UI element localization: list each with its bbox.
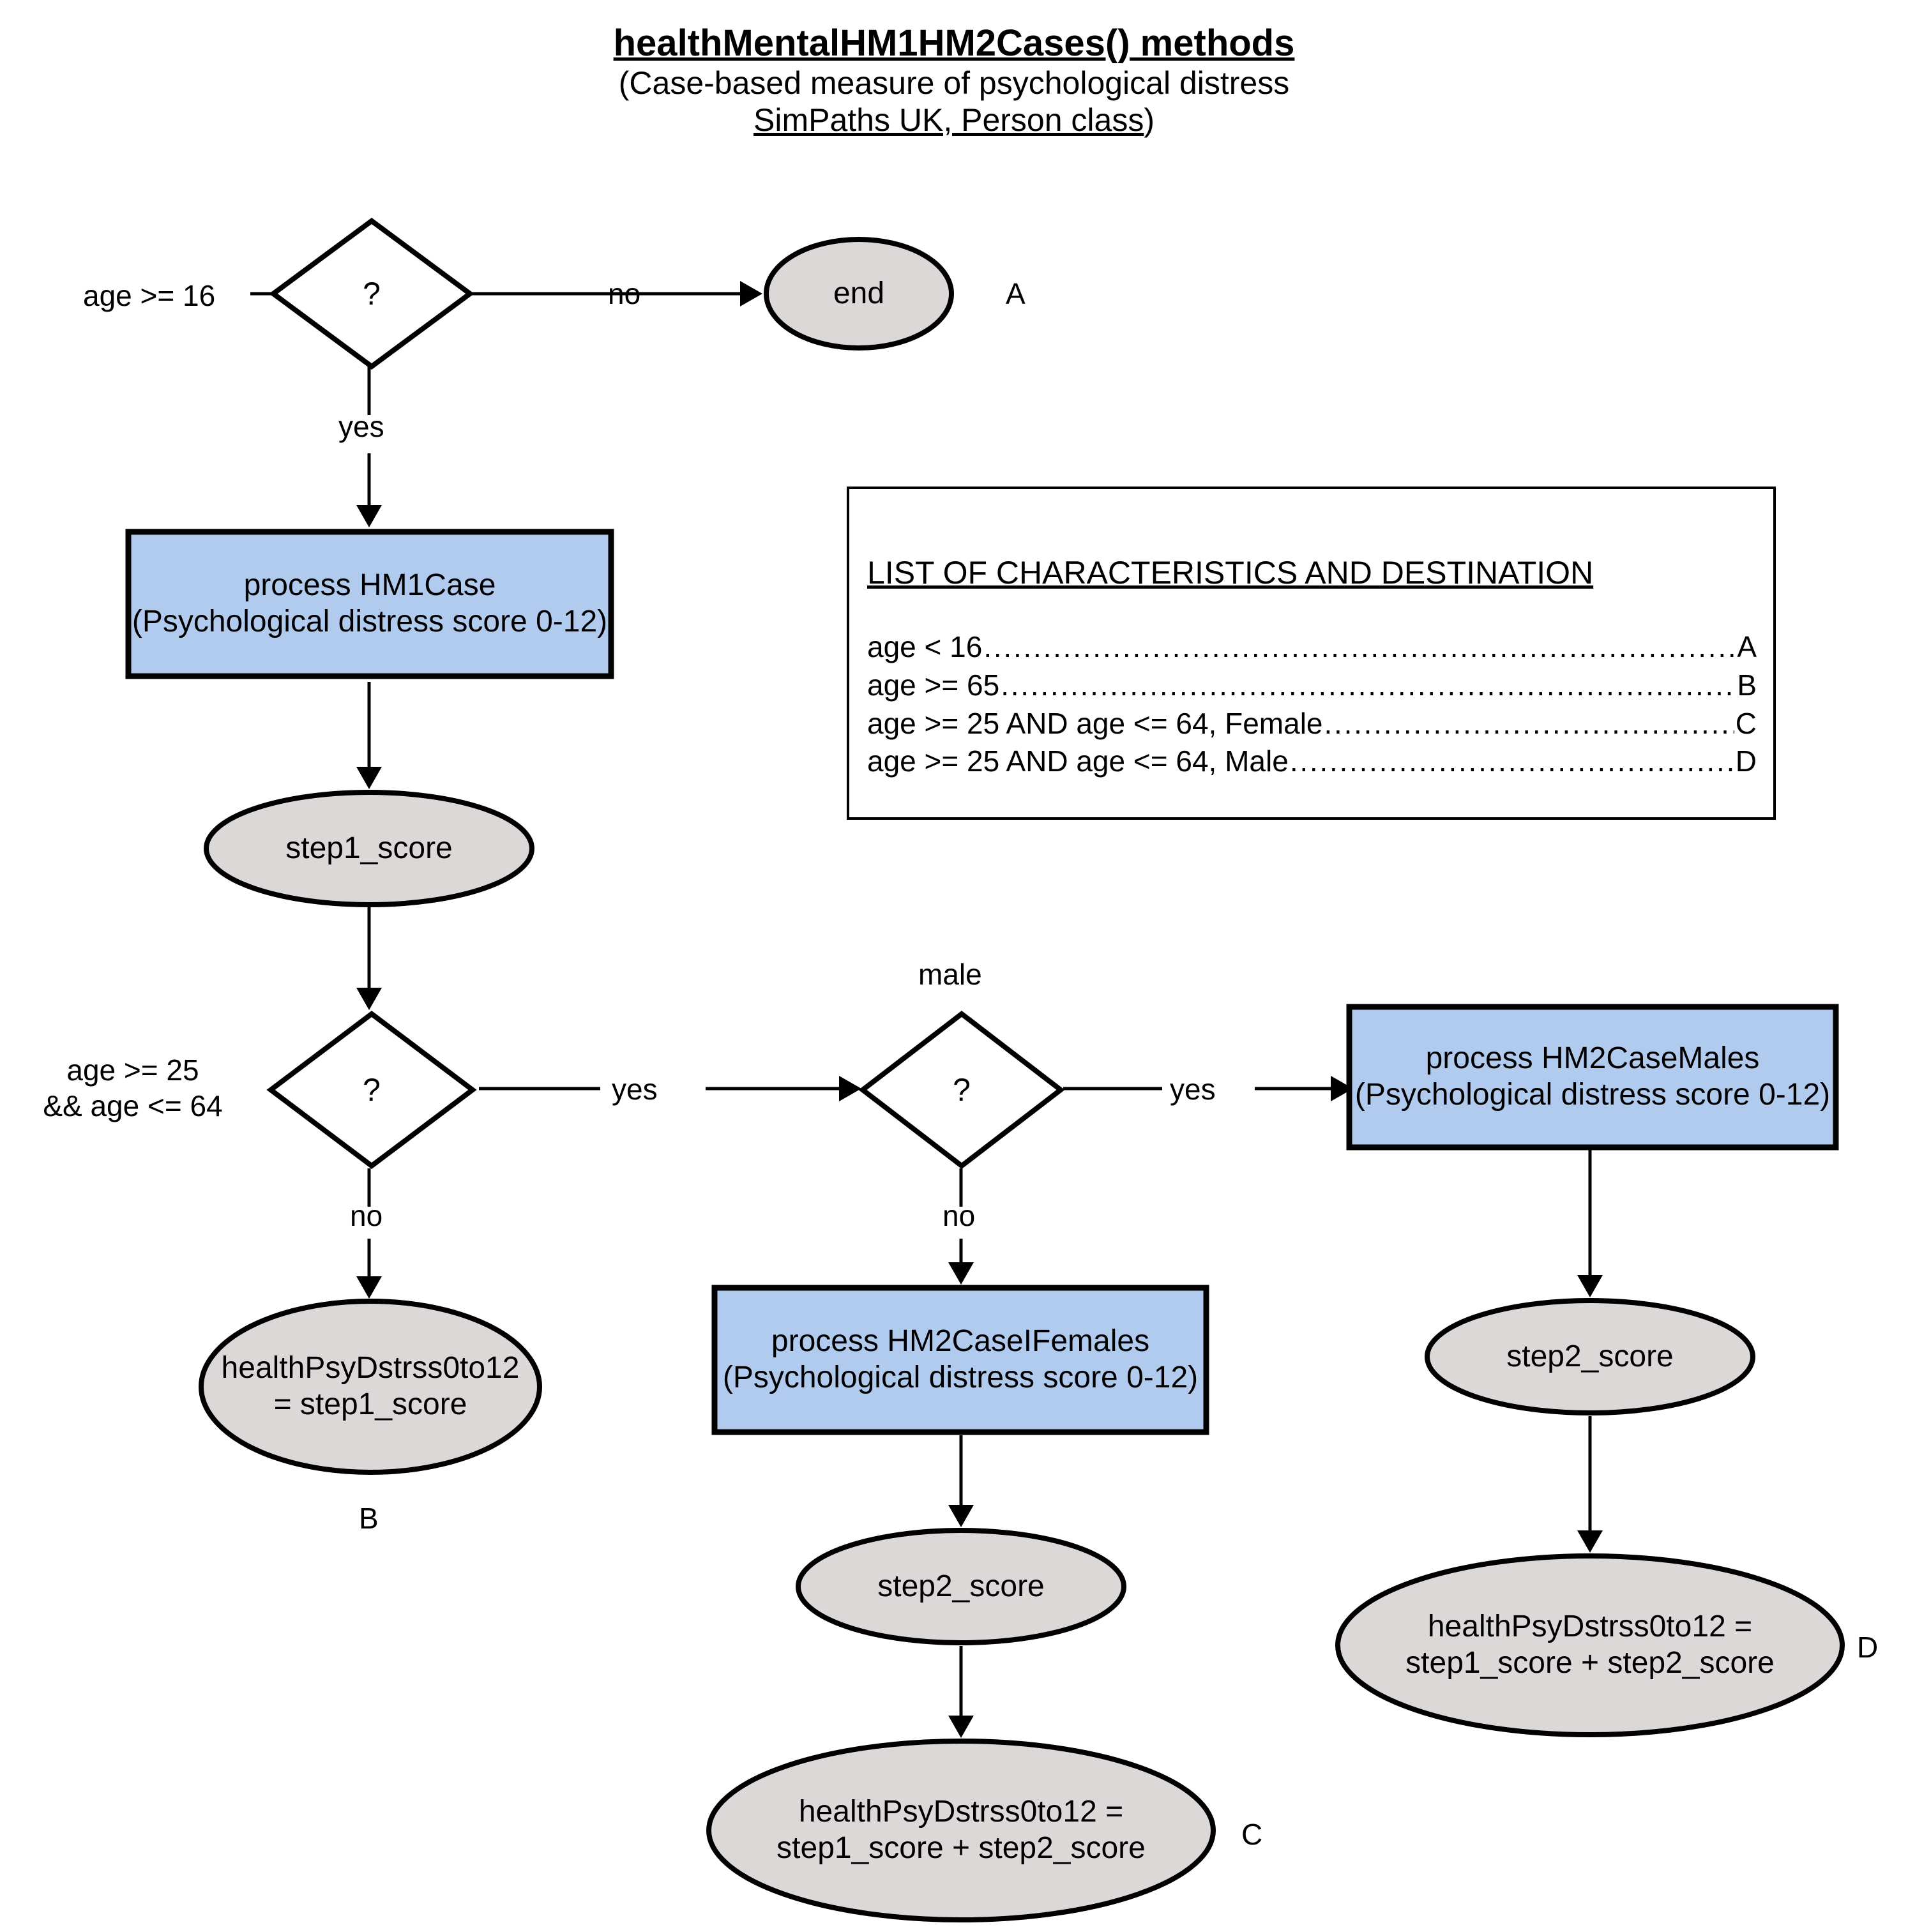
legend-row-text: age >= 25 AND age <= 64, Female: [867, 706, 1323, 740]
edge-label-age2564-yes: yes: [612, 1073, 658, 1106]
legend-row-destination: D: [1735, 744, 1757, 778]
edge-label-male-yes: yes: [1170, 1073, 1216, 1106]
page-subtitle-line-1: (Case-based measure of psychological dis…: [618, 65, 1290, 102]
legend-row-destination: C: [1735, 706, 1757, 740]
result-healthpsydstrss-c[interactable]: healthPsyDstrss0to12 = step1_score + ste…: [706, 1738, 1216, 1923]
edge-label-age16-no: no: [608, 277, 641, 310]
legend-row-text: age >= 65: [867, 668, 1000, 702]
data-step2-score-females[interactable]: step2_score: [795, 1527, 1127, 1646]
process-hm2case-males[interactable]: process HM2CaseMales (Psychological dist…: [1346, 1004, 1839, 1151]
data-step2-score-males[interactable]: step2_score: [1424, 1297, 1756, 1416]
page-title-text: healthMentalHM1HM2Cases() methods: [613, 22, 1295, 64]
decision-age-25-64[interactable]: ?: [266, 1010, 477, 1170]
destination-tag-a: A: [1006, 277, 1026, 310]
legend-row-dots: ........................................…: [1289, 744, 1734, 778]
legend-row: age < 16 ...............................…: [867, 628, 1757, 667]
page-subtitle-line-2-underlined: SimPaths UK, Person class: [753, 102, 1144, 139]
process-hm1case[interactable]: process HM1Case (Psychological distress …: [125, 529, 614, 679]
legend-row-dots: ........................................…: [1001, 668, 1736, 702]
legend-row: age >= 25 AND age <= 64, Female ........…: [867, 705, 1757, 743]
decision-age-16-condition: age >= 16: [83, 279, 216, 312]
destination-tag-c: C: [1241, 1818, 1263, 1851]
destination-tag-b: B: [359, 1502, 379, 1535]
legend-rows: age < 16 ...............................…: [867, 628, 1757, 781]
decision-age-25-64-condition-line2: && age <= 64: [43, 1089, 223, 1123]
edge-label-age16-yes: yes: [338, 410, 384, 443]
page-subtitle-line-2: SimPaths UK, Person class): [0, 102, 1908, 139]
destination-tag-d: D: [1857, 1631, 1879, 1664]
decision-age-25-64-condition: age >= 25 && age <= 64: [14, 1052, 252, 1124]
diagram-title-block: healthMentalHM1HM2Cases() methods (Case-…: [0, 22, 1908, 139]
result-healthpsydstrss-d[interactable]: healthPsyDstrss0to12 = step1_score + ste…: [1335, 1553, 1845, 1738]
decision-male-condition: male: [918, 958, 982, 991]
legend-row-dots: ........................................…: [983, 630, 1736, 663]
decision-age-25-64-condition-line1: age >= 25: [66, 1053, 199, 1087]
result-healthpsydstrss-b[interactable]: healthPsyDstrss0to12 = step1_score: [198, 1297, 543, 1476]
page-subtitle-line-2-tail: ): [1144, 102, 1155, 139]
legend-row-destination: B: [1737, 668, 1757, 702]
legend-row-dots: ........................................…: [1324, 706, 1734, 740]
decision-male[interactable]: ?: [858, 1010, 1065, 1170]
edge-label-age2564-no: no: [350, 1199, 383, 1232]
process-hm2case-females[interactable]: process HM2CaseIFemales (Psychological d…: [711, 1285, 1209, 1435]
legend-row-text: age < 16: [867, 630, 983, 663]
legend-row: age >= 65 ..............................…: [867, 667, 1757, 705]
decision-age-16[interactable]: ?: [269, 217, 474, 370]
data-step1-score[interactable]: step1_score: [203, 789, 535, 908]
legend-title: LIST OF CHARACTERISTICS AND DESTINATION: [867, 555, 1594, 591]
legend-row: age >= 25 AND age <= 64, Male ..........…: [867, 743, 1757, 781]
legend-row-destination: A: [1737, 630, 1757, 663]
page-title: healthMentalHM1HM2Cases() methods: [0, 22, 1908, 64]
legend-row-text: age >= 25 AND age <= 64, Male: [867, 744, 1289, 778]
edge-label-male-no: no: [943, 1199, 976, 1232]
terminal-end[interactable]: end: [763, 236, 955, 351]
legend-box: LIST OF CHARACTERISTICS AND DESTINATION …: [847, 487, 1776, 820]
